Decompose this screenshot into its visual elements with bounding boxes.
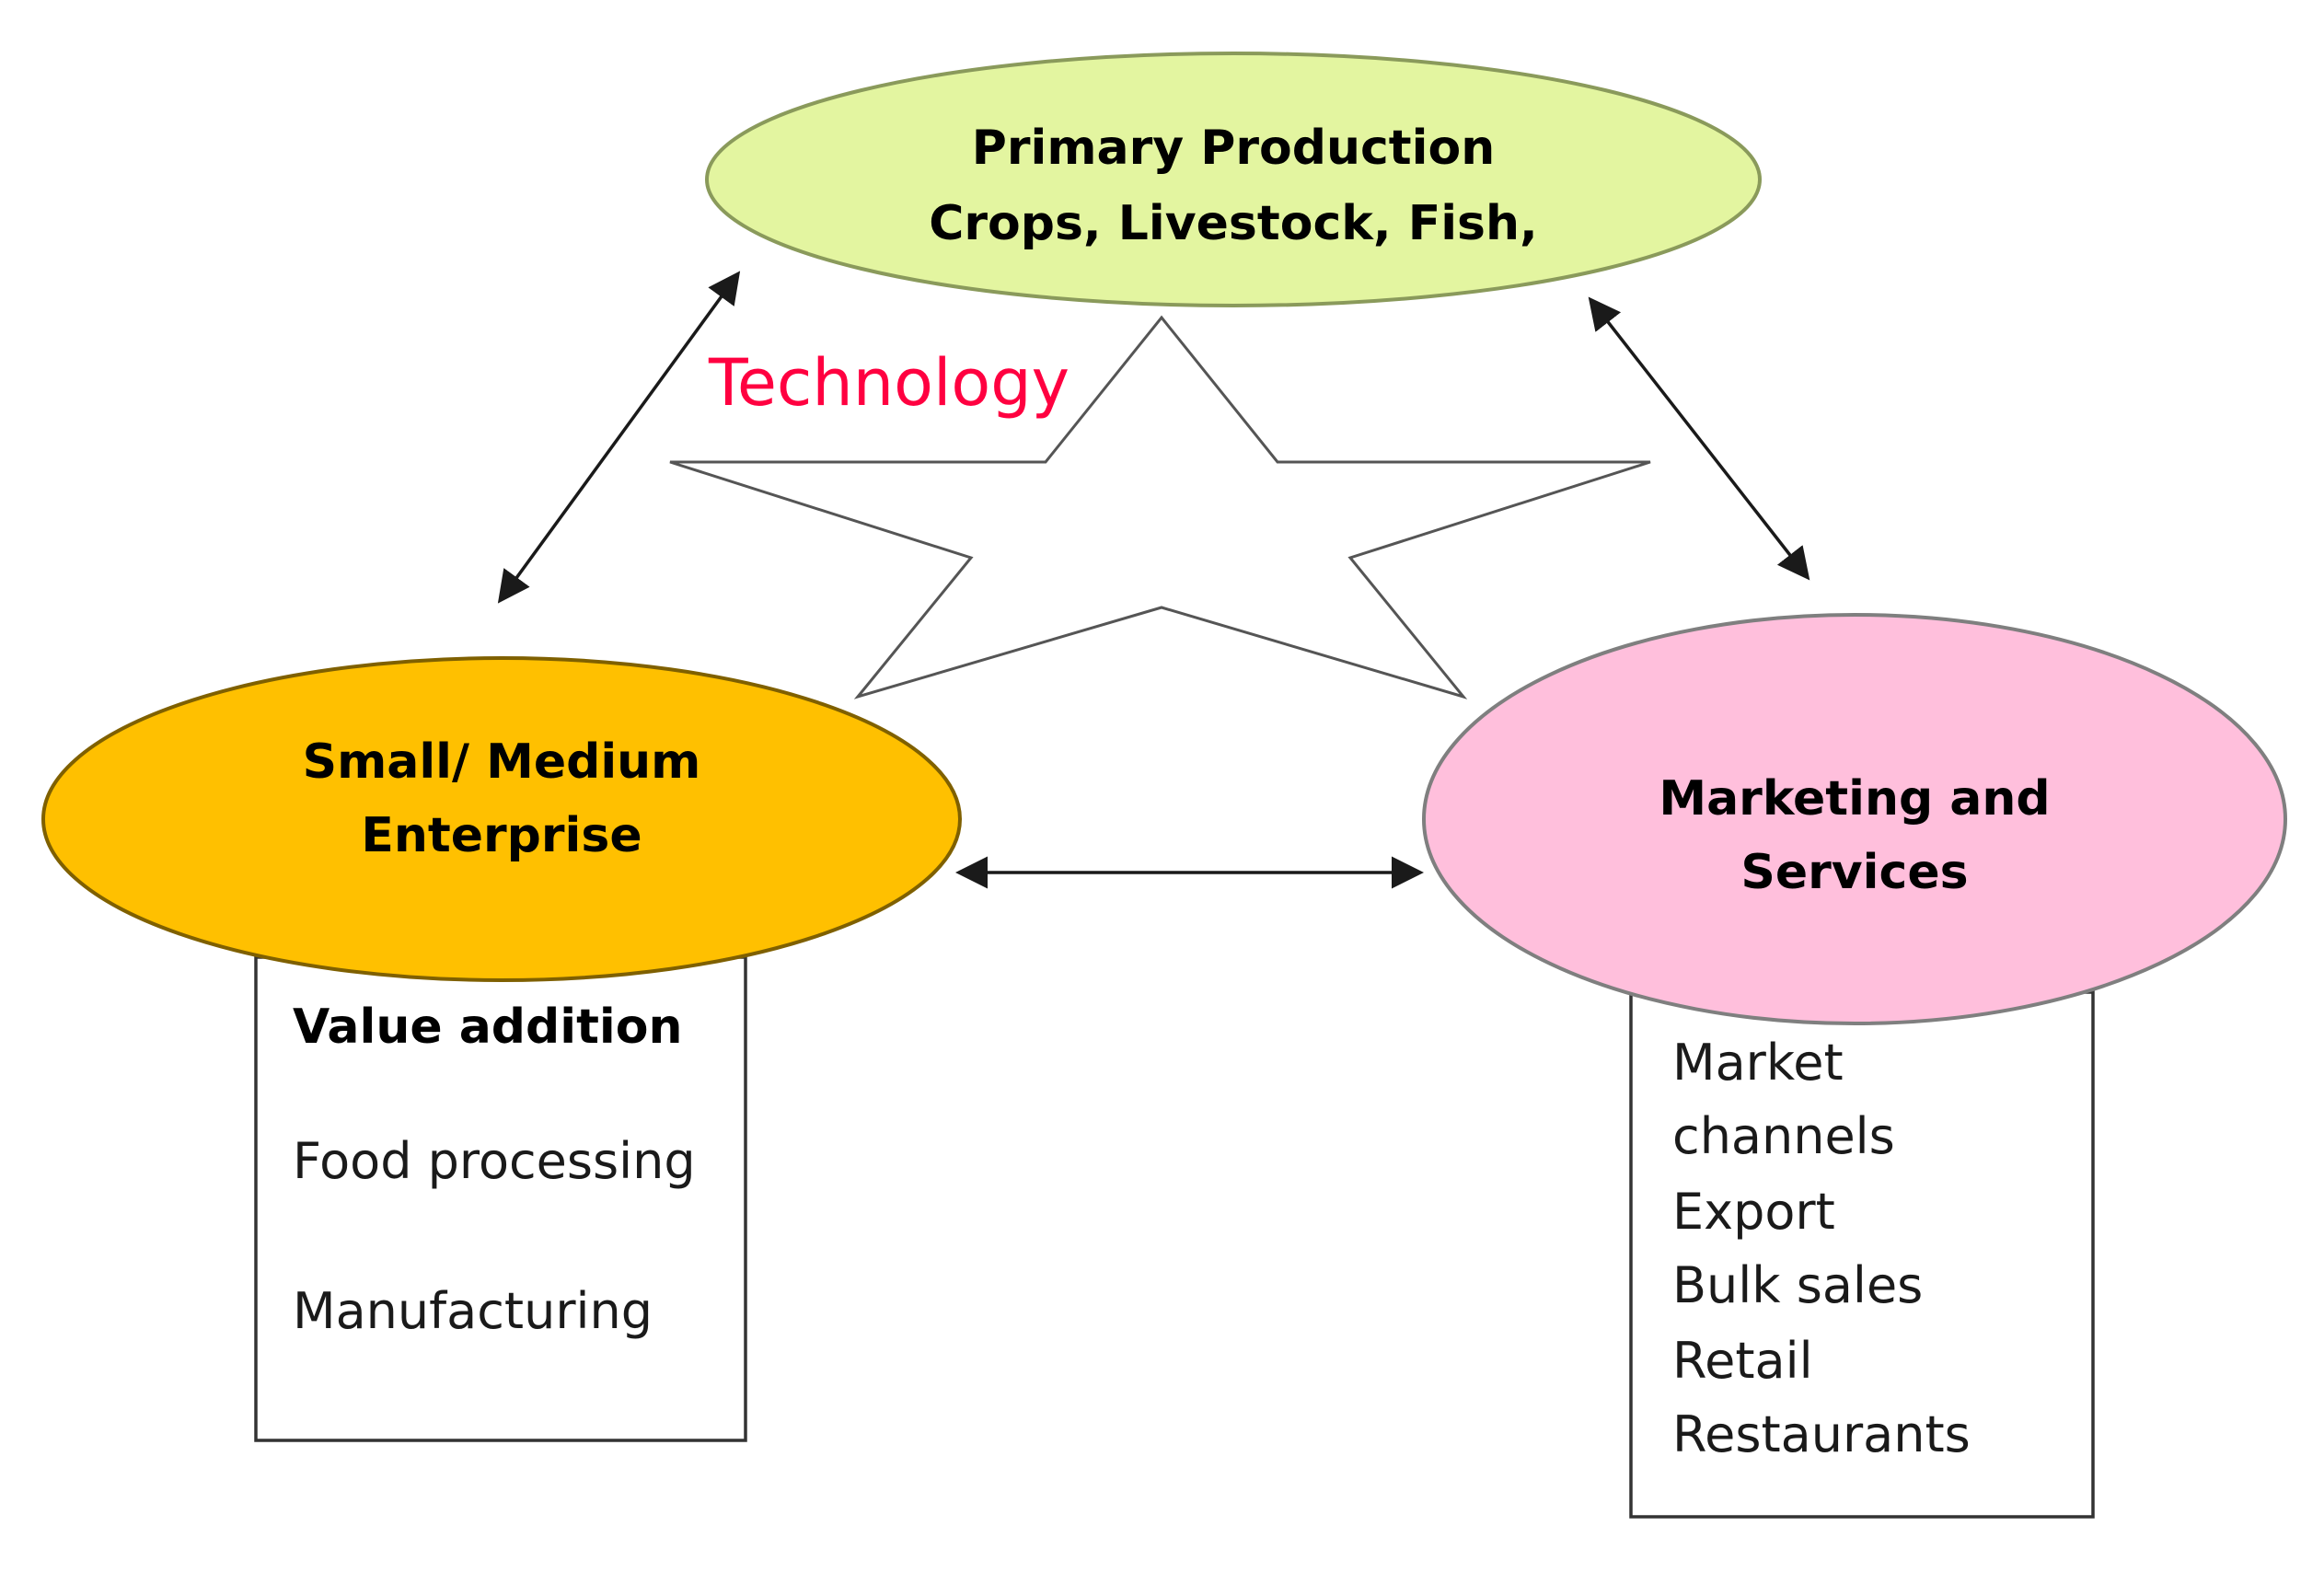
sme-box-item-manufacturing: Manufacturing <box>293 1282 653 1340</box>
marketing-title-line2: Services <box>1740 845 1968 900</box>
sme-node: Small/ Medium Enterprise <box>41 656 962 982</box>
sme-title-line1: Small/ Medium <box>303 734 701 790</box>
sme-title-line2: Enterprise <box>361 808 642 863</box>
marketing-box-frame <box>1629 990 2095 1519</box>
marketing-title-line1: Marketing and <box>1659 771 2050 826</box>
technology-label: Technology <box>708 345 1070 421</box>
marketing-box-item-retail: Retail <box>1672 1332 1813 1390</box>
arrow-primary-to-marketing <box>1588 296 1810 581</box>
technology-star-icon <box>669 315 1651 699</box>
marketing-details-box: Market channels Export Bulk sales Retail… <box>1629 990 2095 1519</box>
arrow-primary-to-sme <box>497 271 741 604</box>
sme-box-heading: Value addition <box>293 1000 683 1055</box>
marketing-box-item-channels: channels <box>1672 1107 1895 1165</box>
sme-details-box: Value addition Food processing Manufactu… <box>254 955 747 1442</box>
marketing-box-item-restaurants: Restaurants <box>1672 1405 1971 1463</box>
sme-box-item-food-processing: Food processing <box>293 1132 696 1190</box>
primary-production-title: Primary Production <box>972 121 1495 176</box>
marketing-box-item-export: Export <box>1672 1183 1835 1241</box>
primary-production-node: Primary Production Crops, Livestock, Fis… <box>705 52 1762 307</box>
marketing-box-item-market: Market <box>1672 1034 1844 1092</box>
marketing-ellipse <box>1422 613 2287 1025</box>
primary-production-ellipse <box>705 52 1762 307</box>
marketing-box-item-bulk-sales: Bulk sales <box>1672 1256 1923 1314</box>
primary-production-subtitle: Crops, Livestock, Fish, <box>929 196 1538 251</box>
marketing-node: Marketing and Services <box>1422 613 2287 1025</box>
sme-ellipse <box>41 656 962 982</box>
sme-box-frame <box>254 955 747 1442</box>
